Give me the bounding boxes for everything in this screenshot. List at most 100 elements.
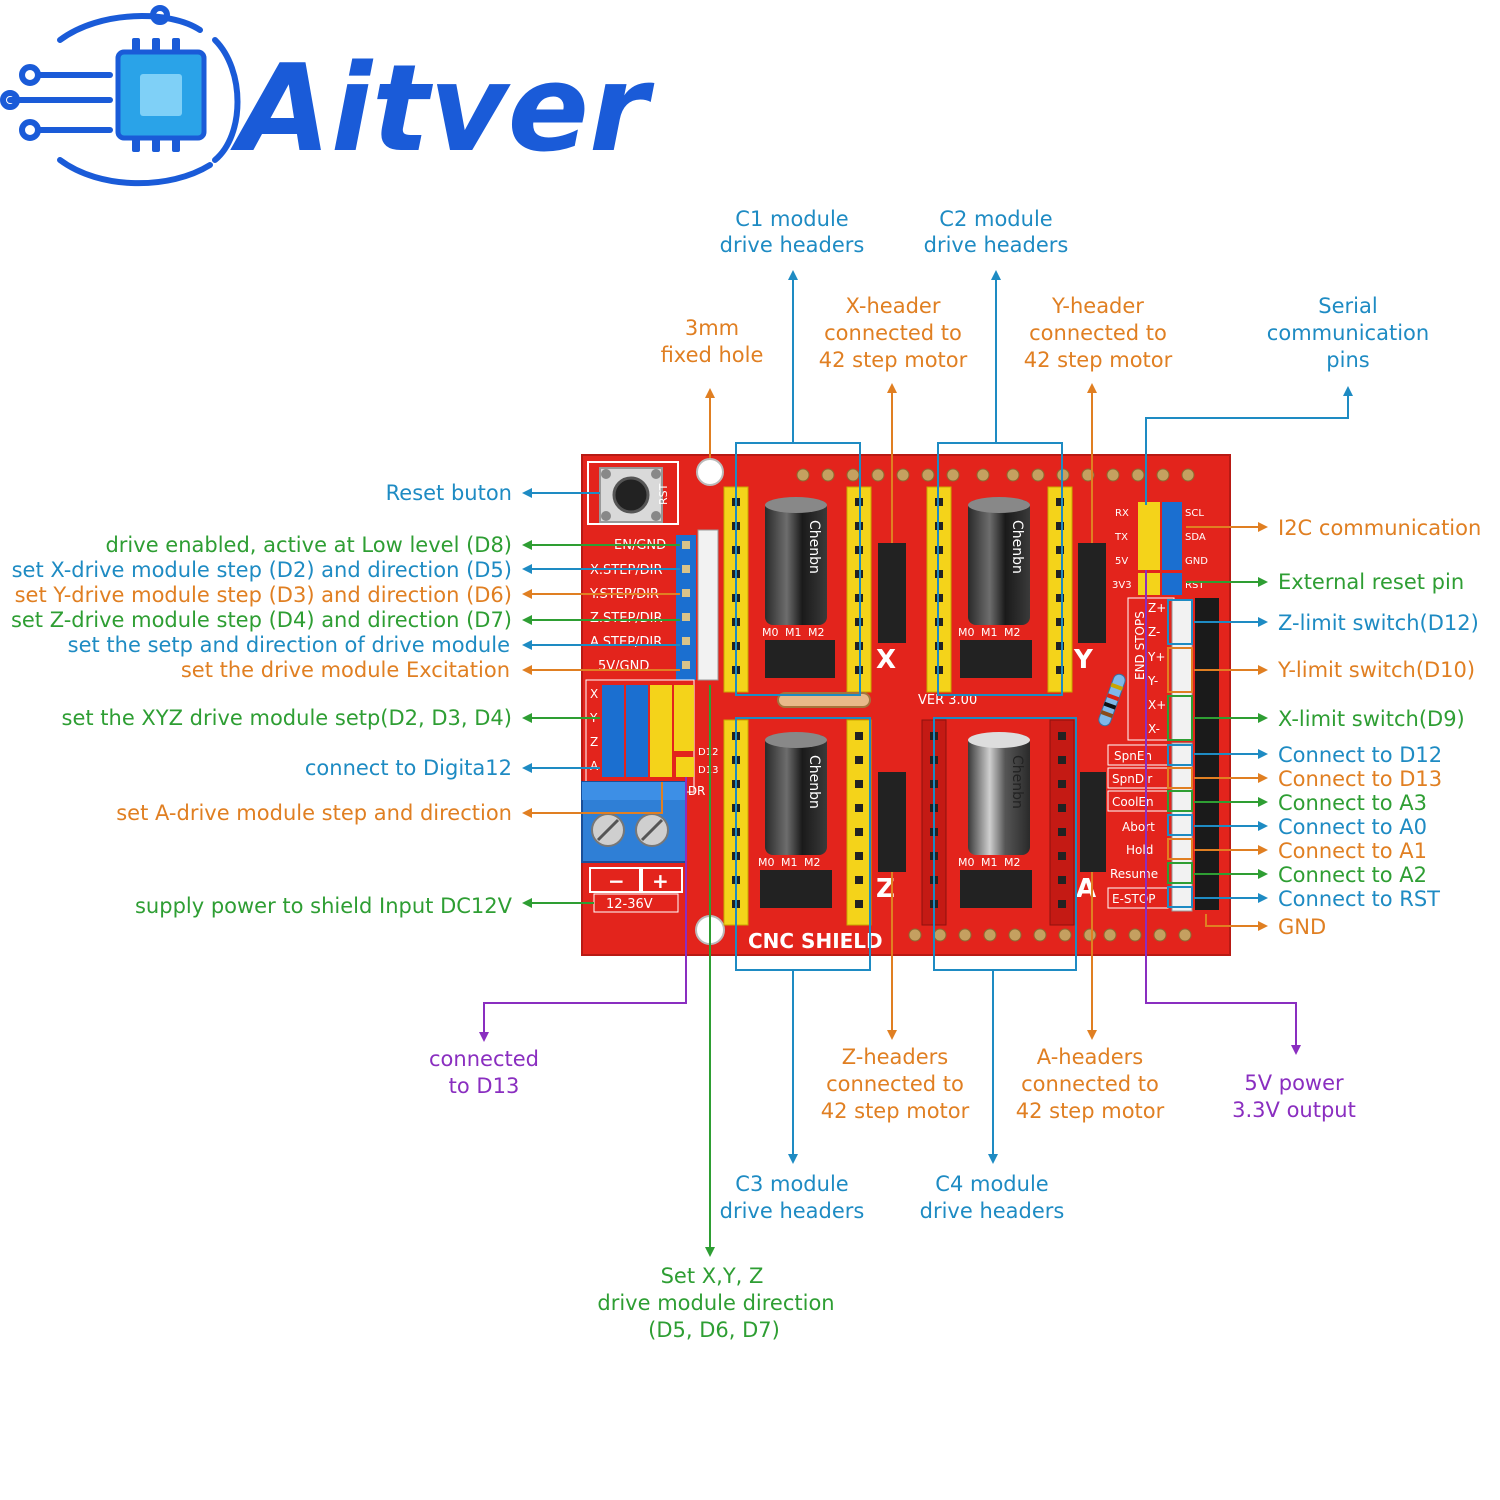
- label-astep: set the setp and direction of drive modu…: [68, 633, 510, 657]
- silk-m0: M0: [958, 856, 975, 869]
- silk-end-stops: END STOPS: [1133, 611, 1147, 680]
- brand-logo: Aitver: [0, 5, 655, 187]
- label-digital12: connect to Digita12: [305, 756, 512, 780]
- label-zheaders-line2: connected to: [826, 1072, 964, 1096]
- label-yheader-line1: Y-header: [1051, 294, 1144, 318]
- silk-rst2: RST: [1185, 580, 1205, 591]
- mounting-hole: [696, 458, 724, 486]
- label-xyzdir-line3: (D5, D6, D7): [648, 1318, 780, 1342]
- white-connector: [697, 529, 719, 681]
- silk-hold: Hold: [1126, 843, 1153, 857]
- label-serial-line2: communication: [1267, 321, 1429, 345]
- label-pwrout-line1: 5V power: [1244, 1071, 1344, 1095]
- bottom-header-row: [908, 928, 1192, 942]
- power-terminal: − + 12-36V: [581, 781, 687, 913]
- driver-slot-c3: Chenbn M0 M1 M2 Z CNC SHIELD: [723, 719, 906, 953]
- label-adrive: set A-drive module step and direction: [116, 801, 512, 825]
- label-ystep: set Y-drive module step (D3) and directi…: [15, 583, 512, 607]
- label-zlimit: Z-limit switch(D12): [1278, 611, 1479, 635]
- silk-tx: TX: [1114, 532, 1128, 543]
- label-gnd: GND: [1278, 915, 1326, 939]
- silk-m1: M1: [785, 626, 802, 639]
- silk-abort: Abort: [1122, 820, 1155, 834]
- silk-xp: X+: [1148, 698, 1166, 712]
- silk-spndir: SpnDir: [1112, 772, 1152, 786]
- label-power: supply power to shield Input DC12V: [135, 894, 513, 918]
- label-d13-line2: to D13: [449, 1074, 520, 1098]
- cap-brand: Chenbn: [1009, 755, 1025, 809]
- label-aheaders-line1: A-headers: [1037, 1045, 1143, 1069]
- label-xlimit: X-limit switch(D9): [1278, 707, 1465, 731]
- resistor: [1098, 673, 1126, 727]
- cap-brand: Chenbn: [1009, 520, 1025, 574]
- silk-z: Z: [876, 874, 895, 904]
- cap-brand: Chenbn: [806, 755, 822, 809]
- silk-ja: A: [590, 759, 599, 773]
- silk-jx: X: [590, 687, 598, 701]
- silk-a-step: A.STEP/DIR: [590, 635, 662, 650]
- label-ca2: Connect to A2: [1278, 863, 1427, 887]
- silk-m2: M2: [1004, 856, 1021, 869]
- label-xyzdir-line2: drive module direction: [597, 1291, 834, 1315]
- label-i2c: I2C communication: [1278, 516, 1481, 540]
- silk-m0: M0: [958, 626, 975, 639]
- silk-zp: Z+: [1148, 601, 1166, 615]
- silk-plus: +: [652, 869, 669, 893]
- label-excite: set the drive module Excitation: [181, 658, 510, 682]
- label-c2-line1: C2 module: [939, 207, 1052, 231]
- xyz-jumper-block: X Y Z A D12 D13 A.DR: [585, 679, 718, 798]
- silk-estop: E-STOP: [1112, 892, 1156, 906]
- silk-sda: SDA: [1185, 532, 1206, 543]
- label-xheader-line1: X-header: [846, 294, 941, 318]
- label-xheader-line2: connected to: [824, 321, 962, 345]
- label-c2-line2: drive headers: [924, 233, 1069, 257]
- silk-m2: M2: [808, 626, 825, 639]
- silk-minus: −: [608, 869, 625, 893]
- blue-pin-header: [676, 535, 696, 680]
- silk-3v3: 3V3: [1112, 580, 1132, 591]
- label-pwrout-line2: 3.3V output: [1232, 1098, 1356, 1122]
- label-ylimit: Y-limit switch(D10): [1277, 658, 1475, 682]
- silk-a: A: [1076, 874, 1096, 904]
- label-c1-line1: C1 module: [735, 207, 848, 231]
- label-zheaders-line1: Z-headers: [842, 1045, 949, 1069]
- silk-gnd: GND: [1185, 556, 1208, 567]
- silk-voltage: 12-36V: [606, 897, 653, 912]
- reed-component: [777, 692, 871, 708]
- label-hole-line1: 3mm: [685, 316, 739, 340]
- silk-z-step: Z.STEP/DIR: [590, 611, 663, 626]
- silk-rx: RX: [1115, 508, 1129, 519]
- label-crst: Connect to RST: [1278, 887, 1440, 911]
- silk-cnc-shield: CNC SHIELD: [748, 929, 883, 953]
- leader-lines: [479, 270, 1353, 1257]
- label-c4-line1: C4 module: [935, 1172, 1048, 1196]
- silk-m2: M2: [1004, 626, 1021, 639]
- chip-circuit-icon: [0, 5, 241, 187]
- label-ca1: Connect to A1: [1278, 839, 1427, 863]
- chip-core: [140, 74, 182, 116]
- label-zstep: set Z-drive module step (D4) and directi…: [11, 608, 512, 632]
- silk-ver: VER 3.00: [918, 693, 977, 708]
- cnc-shield-board: RST EN/GND X.STEP/DIR Y.STEP/DIR Z.STEP/…: [581, 454, 1231, 956]
- silk-xm: X-: [1148, 722, 1160, 736]
- label-serial-line3: pins: [1326, 348, 1369, 372]
- silk-x: X: [876, 645, 896, 675]
- serial-i2c-block: RX TX 5V 3V3 SCL SDA GND RST: [1112, 502, 1208, 595]
- label-c1-line2: drive headers: [720, 233, 865, 257]
- callout-labels: C1 module drive headers C2 module drive …: [11, 207, 1481, 1342]
- silk-spnen: SpnEn: [1114, 749, 1152, 763]
- rst-silk: RST: [657, 483, 670, 505]
- silk-5v: 5V: [1115, 556, 1128, 567]
- silk-resume: Resume: [1110, 867, 1158, 881]
- brand-name: Aitver: [230, 40, 655, 179]
- label-xyzdir-line1: Set X,Y, Z: [661, 1264, 764, 1288]
- silk-m1: M1: [981, 856, 998, 869]
- label-cd13: Connect to D13: [1278, 767, 1442, 791]
- label-yheader-line2: connected to: [1029, 321, 1167, 345]
- cap-brand: Chenbn: [806, 520, 822, 574]
- silk-d12: D12: [698, 747, 718, 758]
- label-hole-line2: fixed hole: [661, 343, 764, 367]
- silk-yp: Y+: [1147, 650, 1165, 664]
- label-c3-line1: C3 module: [735, 1172, 848, 1196]
